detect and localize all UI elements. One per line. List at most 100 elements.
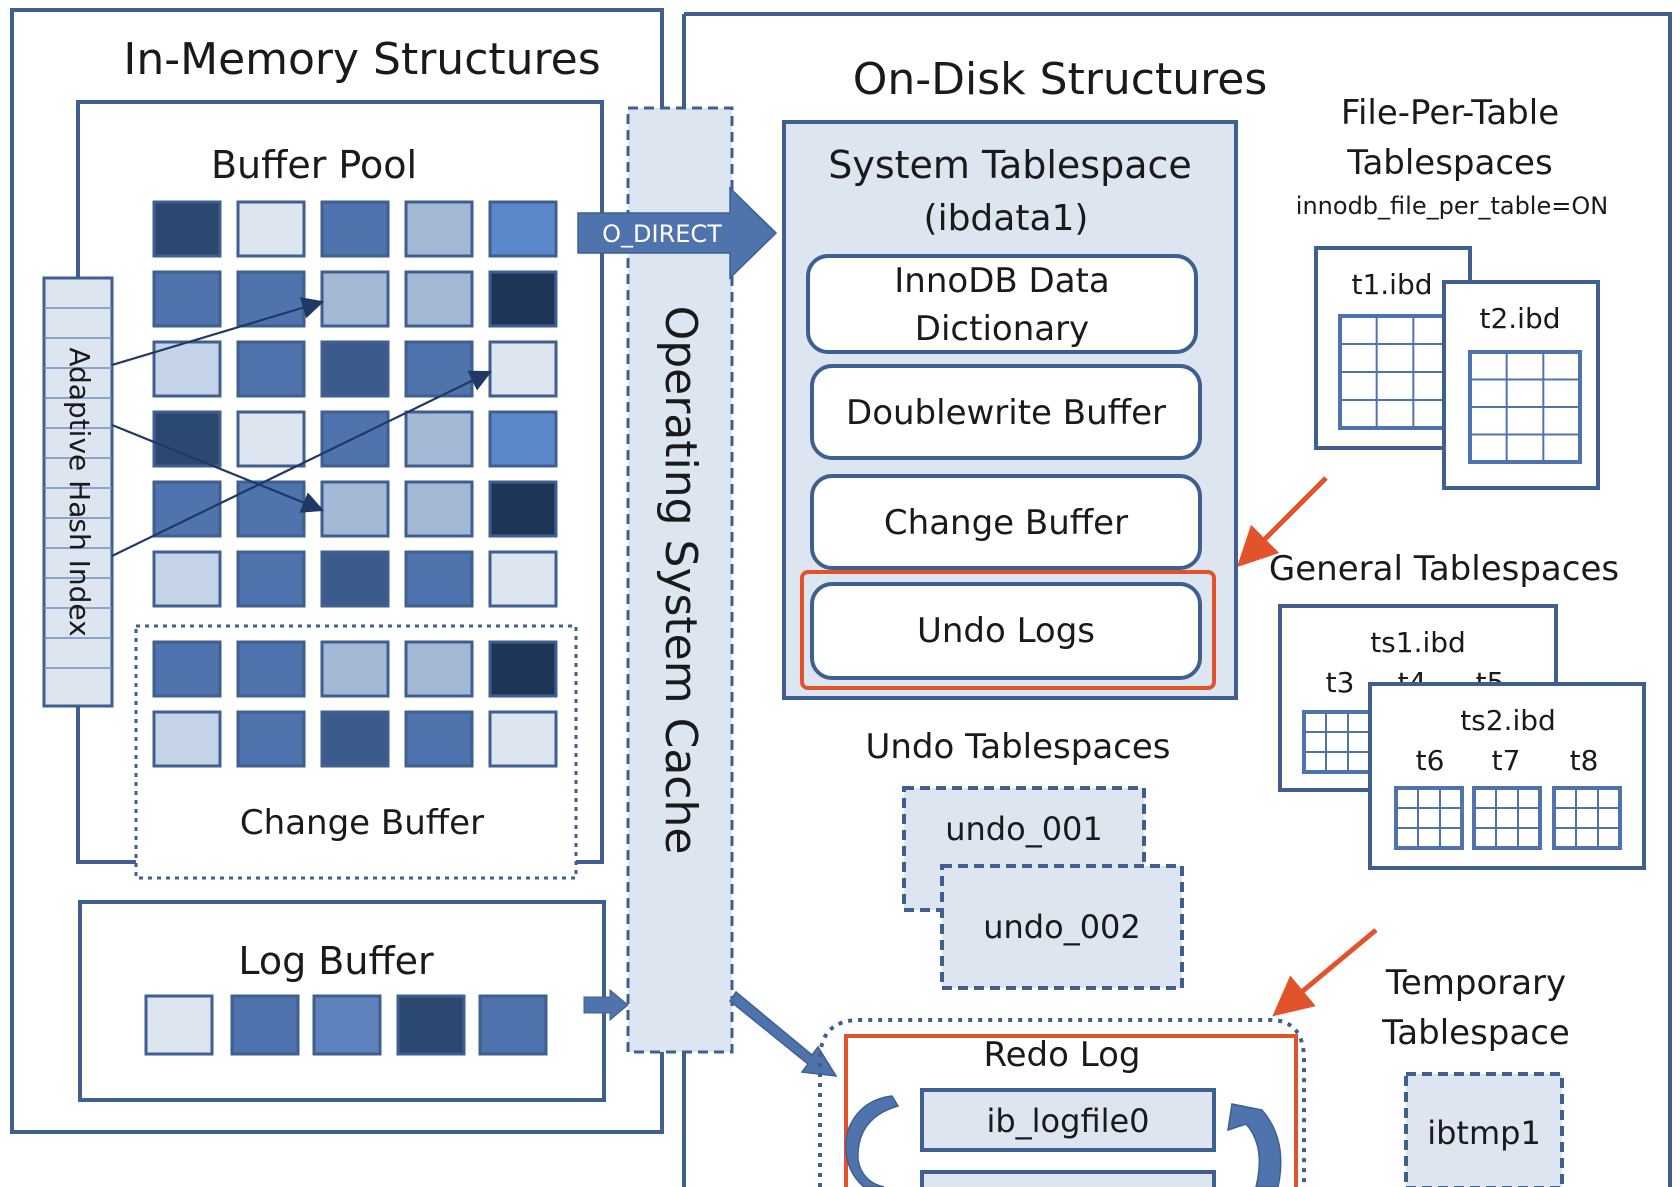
ts2-table-t7: t7 (1492, 744, 1521, 777)
ts2-table-t6: t6 (1416, 744, 1445, 777)
operating-system-cache: Operating System Cache (626, 106, 734, 1054)
buffer-page (488, 340, 558, 398)
o-direct-label: O_DIRECT (602, 220, 722, 248)
t1-table-grid (1338, 314, 1452, 430)
buffer-page (152, 710, 222, 768)
redo-log-title: Redo Log (984, 1035, 1141, 1075)
on-disk-title: On-Disk Structures (853, 54, 1268, 105)
buffer-page (320, 550, 390, 608)
pointer-arrow-redo-log (1272, 928, 1378, 1017)
buffer-page (404, 200, 474, 258)
t6-table-grid (1394, 786, 1464, 850)
t8-table-grid (1552, 786, 1622, 850)
buffer-page (320, 480, 390, 538)
on-disk-section: On-Disk Structures System Tablespace (ib… (682, 12, 1672, 1187)
buffer-page (152, 340, 222, 398)
buffer-page (488, 640, 558, 698)
in-memory-section: In-Memory Structures Buffer Pool Change … (10, 8, 664, 1134)
buffer-page (152, 550, 222, 608)
temporary-tablespace: Temporary Tablespace ibtmp1 (1381, 963, 1570, 1187)
change-buffer-disk-label: Change Buffer (884, 503, 1128, 543)
t3-table-grid (1302, 710, 1372, 774)
ib-logfile0 (920, 1088, 1216, 1152)
undo-logs-label: Undo Logs (917, 611, 1095, 651)
buffer-page (320, 340, 390, 398)
buffer-page (236, 640, 306, 698)
buffer-page (320, 270, 390, 328)
innodb-data-dictionary-line2: Dictionary (915, 309, 1089, 349)
ts2-ibd-label: ts2.ibd (1460, 704, 1556, 737)
table-grid-frame (1302, 710, 1372, 774)
system-tablespace-title: System Tablespace (828, 143, 1192, 187)
innodb-data-dictionary (806, 254, 1198, 354)
undo-tablespaces: Undo Tablespaces undo_001 undo_002 (865, 727, 1184, 990)
table-grid-frame (1394, 786, 1464, 850)
doublewrite-buffer-label: Doublewrite Buffer (846, 393, 1166, 433)
t2-ibd-label: t2.ibd (1479, 302, 1560, 335)
system-tablespace: System Tablespace (ibdata1) InnoDB Data … (782, 120, 1238, 700)
log-buffer-label: Log Buffer (238, 939, 434, 983)
redo-cycle-arrow-left (845, 1095, 900, 1187)
t2-table-grid (1468, 350, 1582, 464)
redo-log: Redo Log ib_logfile0 (818, 1018, 1306, 1187)
ts1-ibd-label: ts1.ibd (1370, 626, 1466, 659)
hash-index-arrows (111, 297, 492, 557)
buffer-page (404, 340, 474, 398)
buffer-page (152, 270, 222, 328)
os-cache-label: Operating System Cache (655, 306, 706, 855)
undo-001-label: undo_001 (945, 810, 1103, 848)
undo-logs-highlight (800, 570, 1216, 690)
buffer-page (320, 640, 390, 698)
doublewrite-buffer (810, 364, 1202, 460)
o-direct-arrow: O_DIRECT (577, 186, 778, 280)
adaptive-hash-index: Adaptive Hash Index (42, 276, 114, 708)
temporary-tablespace-title-1: Temporary (1385, 963, 1566, 1003)
change-buffer-memory-label: Change Buffer (240, 803, 484, 843)
log-buffer-pages (144, 994, 548, 1056)
redo-cycle-arrow-right (1227, 1103, 1282, 1187)
buffer-page (152, 640, 222, 698)
in-memory-title: In-Memory Structures (123, 34, 600, 85)
buffer-page (236, 550, 306, 608)
buffer-page (404, 550, 474, 608)
t1-ibd-label: t1.ibd (1351, 268, 1432, 301)
ib-logfile1 (920, 1170, 1216, 1187)
general-tablespaces: General Tablespaces ts1.ibd t3 t4 t5 ts2… (1269, 549, 1646, 870)
buffer-page (236, 200, 306, 258)
buffer-page (488, 480, 558, 538)
table-grid-frame (1472, 786, 1542, 850)
buffer-page (404, 270, 474, 328)
ibtmp1-label: ibtmp1 (1427, 1114, 1541, 1152)
buffer-pool-label: Buffer Pool (211, 143, 417, 187)
change-buffer-disk (810, 474, 1202, 570)
buffer-page (320, 200, 390, 258)
buffer-page (404, 640, 474, 698)
buffer-page (404, 480, 474, 538)
buffer-page (488, 410, 558, 468)
file-per-table-title-2: Tablespaces (1346, 143, 1552, 183)
pointer-arrow-undo-logs (1236, 476, 1328, 568)
buffer-page (488, 270, 558, 328)
innodb-data-dictionary-line1: InnoDB Data (894, 261, 1109, 301)
buffer-page (488, 550, 558, 608)
ib-logfile0-label: ib_logfile0 (986, 1102, 1149, 1140)
system-tablespace-subtitle: (ibdata1) (924, 198, 1089, 239)
buffer-page (152, 200, 222, 258)
file-per-table-title-1: File-Per-Table (1341, 93, 1559, 133)
file-per-table-tablespaces: File-Per-Table Tablespaces innodb_file_p… (1296, 93, 1608, 490)
table-grid-frame (1552, 786, 1622, 850)
undo-logs (810, 582, 1202, 680)
undo-002-label: undo_002 (983, 908, 1141, 946)
buffer-page (404, 410, 474, 468)
buffer-page (236, 710, 306, 768)
buffer-page (488, 710, 558, 768)
buffer-page (320, 710, 390, 768)
buffer-page (236, 340, 306, 398)
buffer-page (404, 710, 474, 768)
buffer-page (320, 410, 390, 468)
undo-tablespaces-title: Undo Tablespaces (865, 727, 1170, 767)
temporary-tablespace-title-2: Tablespace (1381, 1013, 1570, 1053)
buffer-page (236, 410, 306, 468)
buffer-page (488, 200, 558, 258)
adaptive-hash-index-label: Adaptive Hash Index (63, 347, 96, 636)
